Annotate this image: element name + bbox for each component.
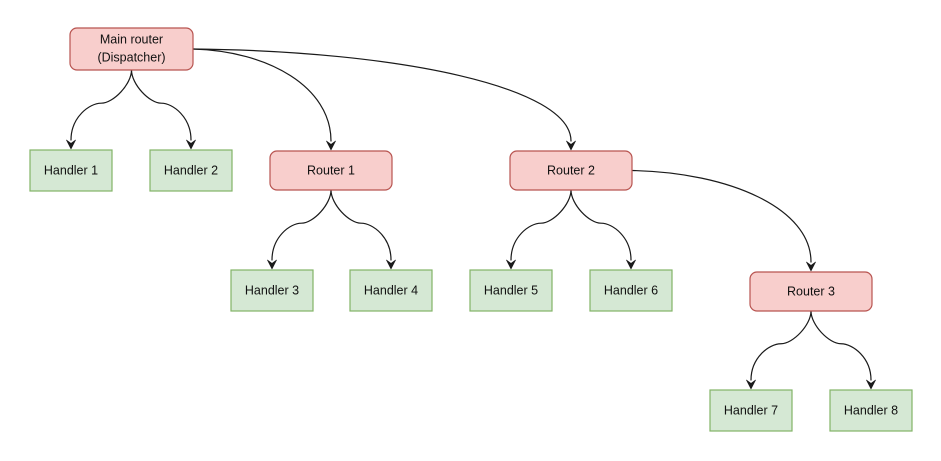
edge-path [750,310,812,381]
edge-e-r1-h3 [267,189,332,270]
edge-path [70,69,133,141]
edge-path [330,189,392,261]
node-router-3[interactable]: Router 3 [749,271,873,312]
node-handler-5[interactable]: Handler 5 [469,269,553,312]
edge-arrowhead [267,259,277,270]
router-box[interactable] [269,150,393,191]
handler-box[interactable] [29,149,113,192]
edge-path [510,189,572,261]
handler-box[interactable] [709,389,793,432]
node-handler-6[interactable]: Handler 6 [589,269,673,312]
router-box[interactable] [749,271,873,312]
edge-arrowhead [66,139,76,150]
edge-path [570,189,632,261]
handler-box[interactable] [349,269,433,312]
edge-arrowhead [506,259,516,270]
handler-box[interactable] [589,269,673,312]
edge-path [130,69,192,141]
edge-path [810,310,872,381]
edge-arrowhead [386,259,396,270]
node-handler-8[interactable]: Handler 8 [829,389,913,432]
edge-layer [66,48,876,390]
node-main-router[interactable]: Main router(Dispatcher) [69,27,194,71]
router-box[interactable] [69,27,194,71]
edge-path [271,189,332,261]
node-router-1[interactable]: Router 1 [269,150,393,191]
edge-e-r2-h5 [506,189,572,270]
edge-e-main-h2 [130,69,196,150]
edge-arrowhead [566,140,576,151]
edge-e-r3-h7 [746,310,812,390]
handler-box[interactable] [469,269,553,312]
edge-e-main-h1 [66,69,133,150]
edge-arrowhead [626,259,636,270]
edge-e-r2-r3 [631,169,816,272]
edge-e-r2-h6 [570,189,636,270]
node-router-2[interactable]: Router 2 [509,150,633,191]
edge-arrowhead [866,379,876,390]
node-handler-3[interactable]: Handler 3 [230,269,314,312]
edge-path [192,48,572,142]
node-handler-1[interactable]: Handler 1 [29,149,113,192]
edge-arrowhead [326,140,336,151]
edge-arrowhead [746,379,756,390]
edge-e-main-r2 [192,48,576,151]
edge-arrowhead [186,139,196,150]
edge-e-r3-h8 [810,310,876,390]
router-box[interactable] [509,150,633,191]
handler-box[interactable] [149,149,233,192]
handler-box[interactable] [829,389,913,432]
handler-box[interactable] [230,269,314,312]
node-layer: Main router(Dispatcher) Handler 1 Handler … [29,27,913,432]
edge-path [631,169,812,263]
edge-path [192,48,332,142]
node-handler-4[interactable]: Handler 4 [349,269,433,312]
edge-e-r1-h4 [330,189,396,270]
node-handler-7[interactable]: Handler 7 [709,389,793,432]
edge-arrowhead [806,261,816,272]
edge-e-main-r1 [192,48,336,151]
node-handler-2[interactable]: Handler 2 [149,149,233,192]
